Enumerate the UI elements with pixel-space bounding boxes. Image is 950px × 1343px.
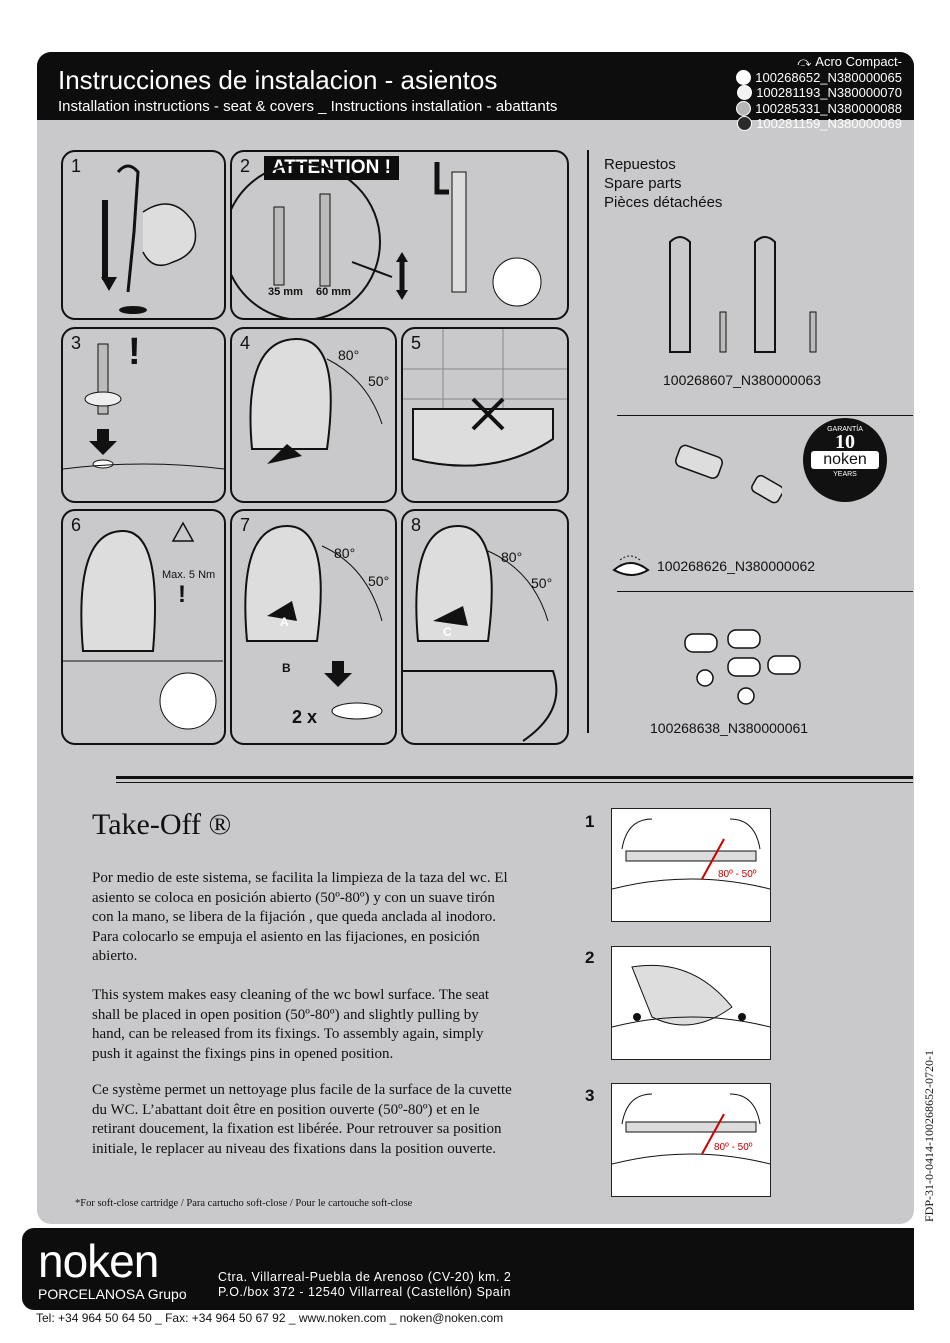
callout-a: A <box>280 615 289 629</box>
angle-80-label: 80° <box>334 545 356 561</box>
variant-code: 100285331_N380000088 <box>755 100 902 116</box>
spare-divider <box>617 591 913 592</box>
angle-50-label: 50° <box>368 573 390 589</box>
takeoff-step-number: 1 <box>585 812 595 831</box>
angle-50-label: 50° <box>368 373 390 389</box>
wall-bowl-illustration <box>403 329 567 467</box>
step-number: 7 <box>240 515 251 535</box>
spare-divider <box>617 415 913 416</box>
contact-line: Tel: +34 964 50 64 50 _ Fax: +34 964 50 … <box>36 1311 504 1325</box>
heading-fr: Pièces détachées <box>604 194 723 211</box>
document-code: FDP-31-0-0414-100268652-0720-1 <box>922 1050 936 1222</box>
color-swatch-icon <box>737 116 753 132</box>
soft-close-icon <box>612 555 650 576</box>
screw-length-illustration <box>232 162 542 318</box>
seal-years: 10 <box>835 431 855 453</box>
seal-brand: noken <box>811 451 879 469</box>
variant-item: 100281193_N380000070 <box>736 85 902 101</box>
warning-mark: ! <box>128 331 141 373</box>
brand-subtitle: PORCELANOSA Grupo <box>38 1286 187 1302</box>
spare-code-1: 100268607_N380000063 <box>663 372 822 388</box>
takeoff-title: Take-Off ® <box>92 808 232 841</box>
variant-item: 100268652_N380000065 <box>736 70 902 86</box>
attention-label: ATTENTION ! <box>264 156 399 180</box>
takeoff-step-1-image: 80º - 50º <box>611 808 771 922</box>
pins-parts-illustration <box>675 444 782 504</box>
address-line-1: Ctra. Villarreal-Puebla de Arenoso (CV-2… <box>218 1270 512 1284</box>
takeoff-step-number: 2 <box>585 948 595 967</box>
takeoff-text-es: Por medio de este sistema, se facilita l… <box>92 870 508 964</box>
takeoff-step-2-image <box>611 946 771 1060</box>
takeoff-step-3-image: 80º - 50º <box>611 1083 771 1197</box>
seat-attach-illustration <box>244 524 383 720</box>
step-number: 1 <box>71 156 82 176</box>
step-number: 5 <box>411 333 422 353</box>
step-2-panel: 2 ATTENTION ! 35 mm 60 mm <box>230 150 569 320</box>
step-number: 8 <box>411 515 422 535</box>
angle-range-label: 80º - 50º <box>714 1142 753 1153</box>
callout-c: C <box>443 625 452 639</box>
step-8-panel: 8 80° 50° C <box>401 509 569 745</box>
torque-label: Max. 5 Nm <box>162 569 216 581</box>
model-name: Acro Compact- <box>815 54 902 69</box>
warning-mark: ! <box>178 581 186 608</box>
takeoff-step-number: 3 <box>585 1086 595 1105</box>
angle-range-label: 80º - 50º <box>718 869 757 880</box>
spare-parts-heading: Repuestos Spare parts Pièces détachées <box>604 155 722 212</box>
softclose-footnote: *For soft-close cartridge / Para cartuch… <box>75 1198 413 1209</box>
fixing-clips-parts-illustration <box>669 236 817 353</box>
buffers-parts-illustration <box>684 629 801 705</box>
tightening-illustration <box>63 521 223 730</box>
seat-mounting-illustration <box>249 337 383 464</box>
page-title: Instrucciones de instalacion - asientos <box>58 65 498 95</box>
color-swatch-icon <box>736 69 752 85</box>
angle-80-label: 80° <box>338 347 360 363</box>
spare-code-2: 100268626_N380000062 <box>657 558 816 574</box>
footer-bar: noken PORCELANOSA Grupo Ctra. Villarreal… <box>22 1228 914 1310</box>
quantity-label: 2 x <box>292 707 318 727</box>
step-3-panel: 3 ! <box>61 327 226 503</box>
takeoff-text-fr: Ce système permet un nettoyage plus faci… <box>92 1082 512 1157</box>
fixing-insert-illustration <box>63 343 224 470</box>
step-5-panel: 5 <box>401 327 569 503</box>
variant-code: 100281159_N380000069 <box>756 116 902 131</box>
heading-es: Repuestos <box>604 156 676 173</box>
spare-code-3: 100268638_N380000061 <box>650 720 809 736</box>
column-divider <box>587 150 589 733</box>
page-subtitle: Installation instructions - seat & cover… <box>58 98 558 115</box>
variant-item: 100285331_N380000088 <box>736 101 902 117</box>
fixing-clip-illustration <box>101 164 197 314</box>
step-6-panel: 6 Max. 5 Nm ! <box>61 509 226 745</box>
angle-50-label: 50° <box>531 575 553 591</box>
seal-top-text: GARANTÍA <box>827 426 863 433</box>
variant-code: 100268652_N380000065 <box>755 69 902 85</box>
section-divider <box>116 776 913 779</box>
color-swatch-icon <box>737 85 753 101</box>
color-swatch-icon <box>736 100 752 116</box>
brand-logo: noken <box>38 1235 159 1287</box>
callout-b: B <box>282 661 291 675</box>
section-divider <box>116 782 913 783</box>
seat-icon: ⤼ <box>797 54 812 69</box>
step-4-panel: 4 80° 50° <box>230 327 397 503</box>
model-row: ⤼ Acro Compact- <box>736 54 902 70</box>
variant-list: ⤼ Acro Compact- 100268652_N380000065 100… <box>736 54 902 132</box>
variant-item: 100281159_N380000069 <box>736 116 902 132</box>
screw-35-label: 35 mm <box>268 286 303 298</box>
seat-locked-illustration <box>403 524 558 742</box>
step-number: 3 <box>71 333 82 353</box>
heading-en: Spare parts <box>604 175 682 192</box>
step-number: 6 <box>71 515 82 535</box>
address-line-2: P.O./box 372 - 12540 Villarreal (Castell… <box>218 1285 511 1299</box>
step-1-panel: 1 <box>61 150 226 320</box>
guarantee-seal: GARANTÍA 10 noken YEARS <box>803 418 887 502</box>
header-bar: Instrucciones de instalacion - asientos … <box>37 52 914 132</box>
seal-bottom-text: YEARS <box>833 471 857 478</box>
takeoff-text-en: This system makes easy cleaning of the w… <box>92 987 490 1062</box>
step-number: 2 <box>240 156 251 176</box>
screw-60-label: 60 mm <box>316 286 351 298</box>
step-7-panel: 7 80° 50° A B 2 x <box>230 509 397 745</box>
step-number: 4 <box>240 333 251 353</box>
variant-code: 100281193_N380000070 <box>756 85 902 100</box>
